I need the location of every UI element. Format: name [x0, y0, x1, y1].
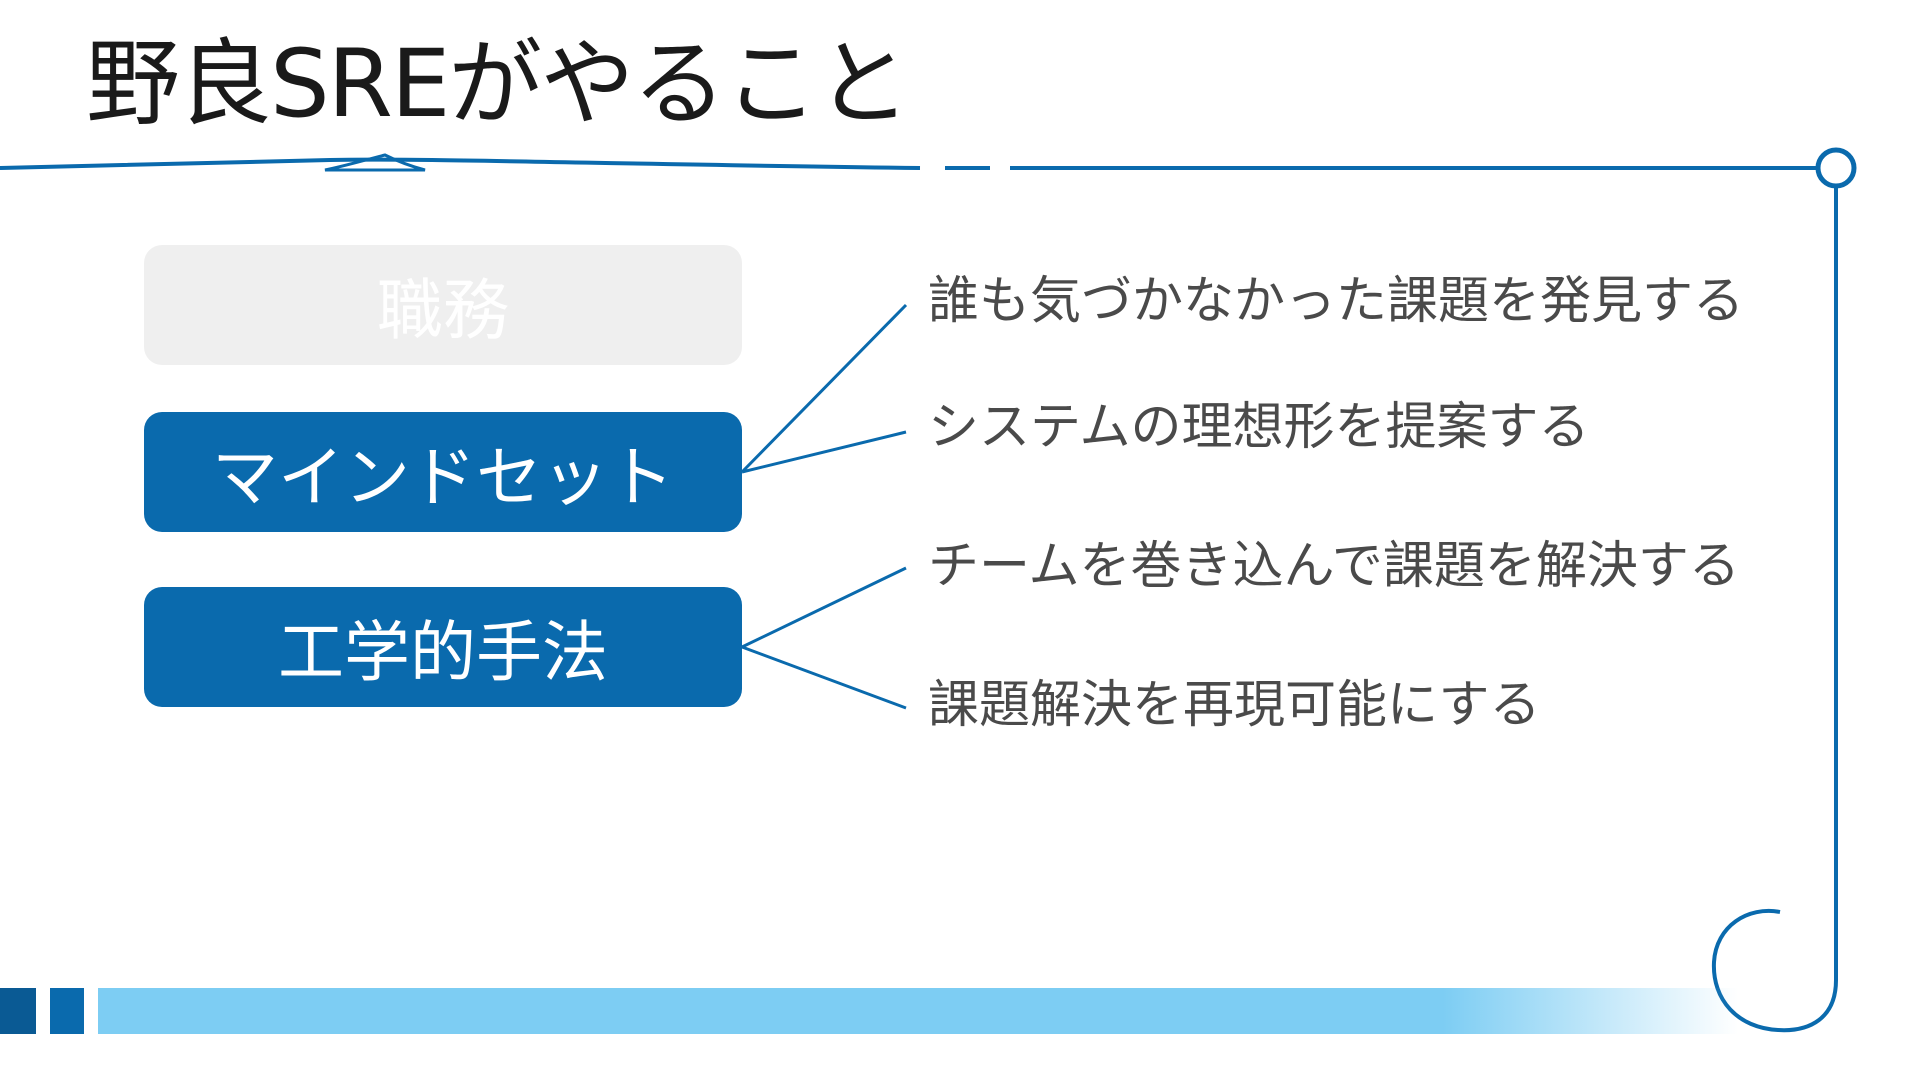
- list-item: システムの理想形を提案する: [928, 398, 1590, 457]
- connector-mindset-1: [740, 303, 908, 474]
- footer-square-dark: [0, 988, 36, 1034]
- category-duty: 職務: [144, 245, 742, 365]
- footer-square: [50, 988, 84, 1034]
- category-engineering-method: 工学的手法: [144, 587, 742, 707]
- header-underline-squiggle: [324, 153, 426, 172]
- connector-method-1: [741, 566, 907, 649]
- list-item: チームを巻き込んで課題を解決する: [928, 537, 1740, 596]
- category-mindset: マインドセット: [144, 412, 742, 532]
- slide-title: 野良SREがやること: [86, 30, 910, 139]
- footer-bar: [98, 988, 1738, 1034]
- header-underline: [0, 157, 921, 170]
- list-item: 課題解決を再現可能にする: [928, 676, 1541, 735]
- corner-ring: [1815, 147, 1857, 189]
- connector-method-2: [741, 645, 907, 710]
- connector-mindset-2: [741, 430, 907, 474]
- list-item: 誰も気づかなかった課題を発見する: [928, 272, 1745, 331]
